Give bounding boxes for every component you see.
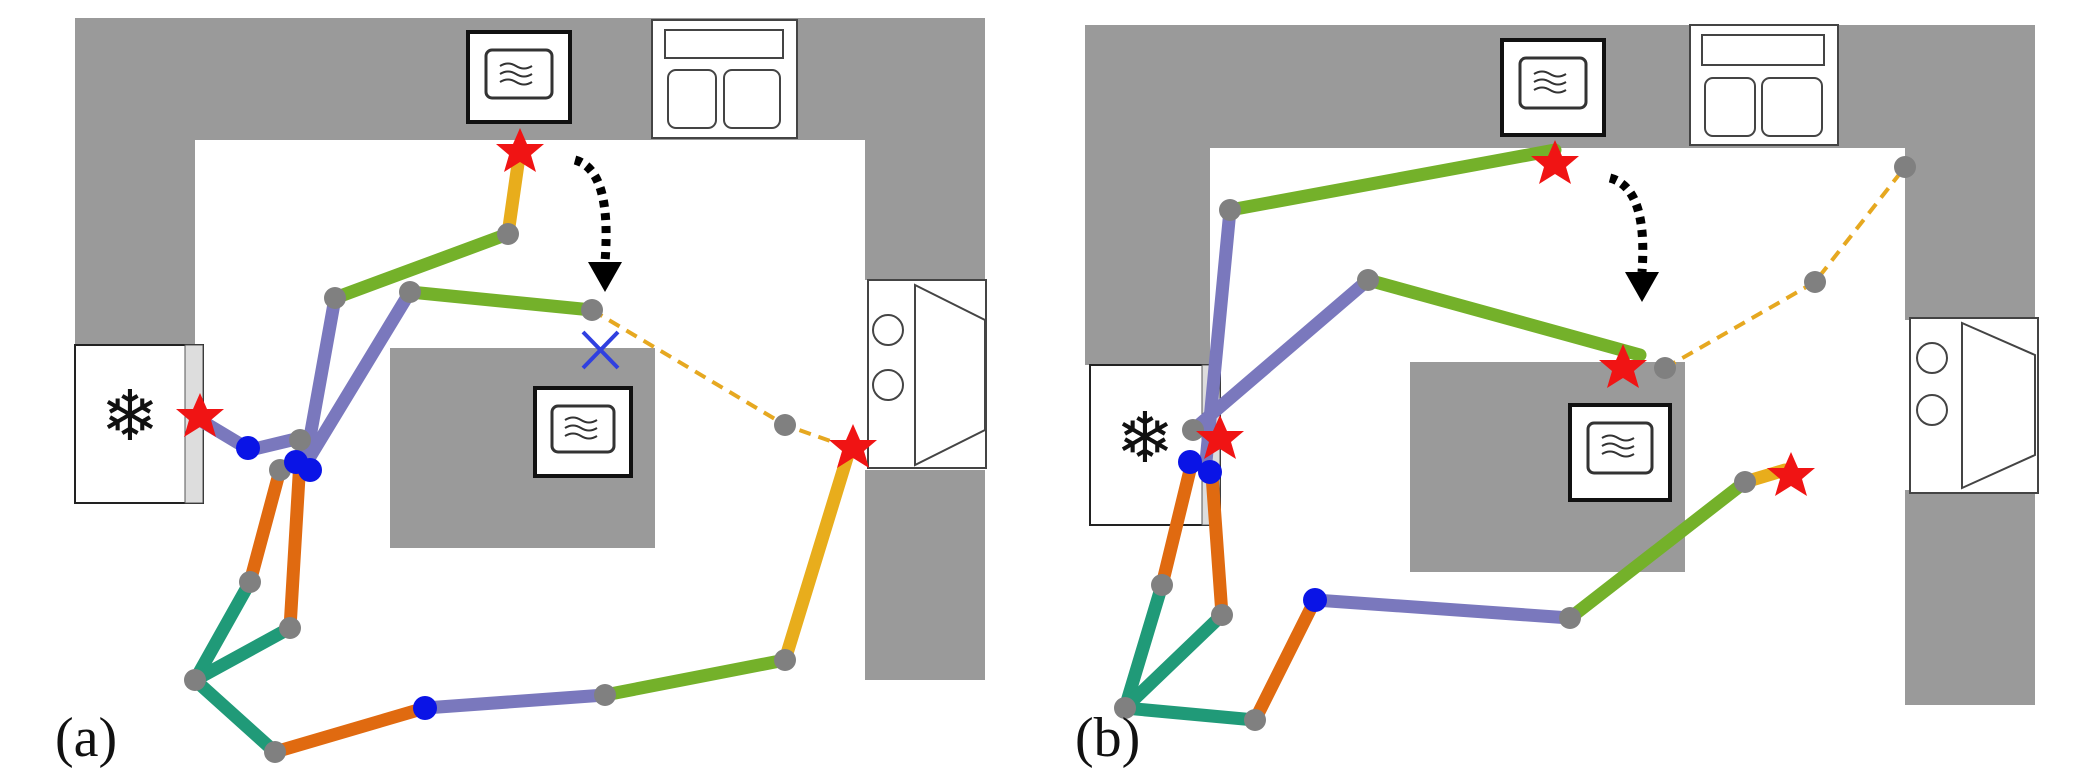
highlight-joints	[1178, 450, 1327, 612]
path-joints	[1114, 156, 1916, 731]
sink	[651, 19, 798, 139]
star-icon	[1599, 344, 1647, 388]
goal-stars	[1196, 140, 1815, 496]
star-icon	[1531, 140, 1579, 184]
microwave	[466, 30, 572, 124]
goal-stars	[176, 128, 877, 468]
panel-label-b: (b)	[1075, 707, 1141, 769]
panel-b: ❄	[1050, 0, 2100, 774]
counter	[75, 18, 985, 680]
stove	[1909, 317, 2039, 494]
star-icon	[1767, 452, 1815, 496]
dotted-arrow	[1608, 173, 1648, 273]
dashed-path	[1664, 165, 1907, 370]
path-joints	[184, 223, 796, 763]
sink	[1689, 24, 1839, 146]
snowflake-icon: ❄	[101, 379, 160, 456]
arrow-head-icon	[588, 262, 622, 292]
dotted-arrow	[573, 155, 611, 263]
counter	[1085, 25, 2035, 705]
highlight-joints	[236, 436, 437, 720]
arrow-head-icon	[1625, 272, 1659, 302]
star-icon	[829, 424, 877, 468]
panel-label-a: (a)	[55, 707, 118, 769]
star-icon	[176, 393, 224, 437]
island-microwave	[533, 386, 633, 478]
failure-x-icon	[581, 330, 620, 370]
panel-a: ❄	[55, 18, 987, 769]
star-icon	[1196, 415, 1244, 459]
kitchen-map-b: ❄	[1085, 24, 2039, 731]
snowflake-icon: ❄	[1116, 401, 1175, 478]
microwave	[1500, 38, 1606, 137]
kitchen-map-a: ❄	[74, 18, 987, 763]
refrigerator: ❄	[74, 344, 204, 504]
refrigerator: ❄	[1089, 364, 1221, 526]
star-icon	[496, 128, 544, 172]
island-microwave	[1568, 403, 1672, 502]
stove	[867, 279, 987, 469]
